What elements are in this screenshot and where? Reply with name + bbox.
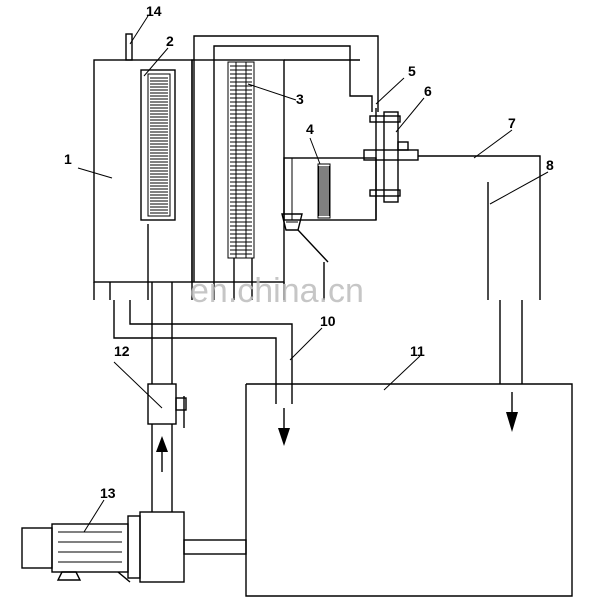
callout-11: 11 <box>410 343 425 359</box>
valve-12 <box>147 383 187 428</box>
callout-12: 12 <box>114 343 130 359</box>
supply-pipe <box>151 300 173 512</box>
lower-pipes <box>93 224 541 300</box>
flow-arrows <box>278 392 518 446</box>
drain-pipe <box>499 300 523 384</box>
callout-6: 6 <box>424 83 432 99</box>
watermark: en.china.cn <box>190 272 364 310</box>
callout-2: 2 <box>166 33 174 49</box>
coil-element-2 <box>140 69 176 221</box>
outlet-pipe-7 <box>418 155 541 282</box>
callout-5: 5 <box>408 63 416 79</box>
callout-labels: 1 2 3 4 5 6 7 8 10 11 12 13 14 <box>64 3 554 501</box>
tank-11 <box>245 383 573 597</box>
callout-7: 7 <box>508 115 516 131</box>
vessel-1 <box>93 59 193 283</box>
vent-pipe-14 <box>125 33 133 61</box>
callout-10: 10 <box>320 313 336 329</box>
return-pipe-10 <box>113 300 293 404</box>
callout-4: 4 <box>306 121 314 137</box>
drive-assembly-6 <box>363 108 419 220</box>
pump-motor-13 <box>21 511 247 583</box>
unit-4 <box>281 157 377 263</box>
callout-13: 13 <box>100 485 116 501</box>
callout-leaders <box>77 15 549 533</box>
top-loop-pipe-5 <box>193 35 379 282</box>
callout-3: 3 <box>296 91 304 107</box>
callout-14: 14 <box>146 3 162 19</box>
column-3 <box>191 59 285 283</box>
callout-8: 8 <box>546 157 554 173</box>
callout-1: 1 <box>64 151 72 167</box>
